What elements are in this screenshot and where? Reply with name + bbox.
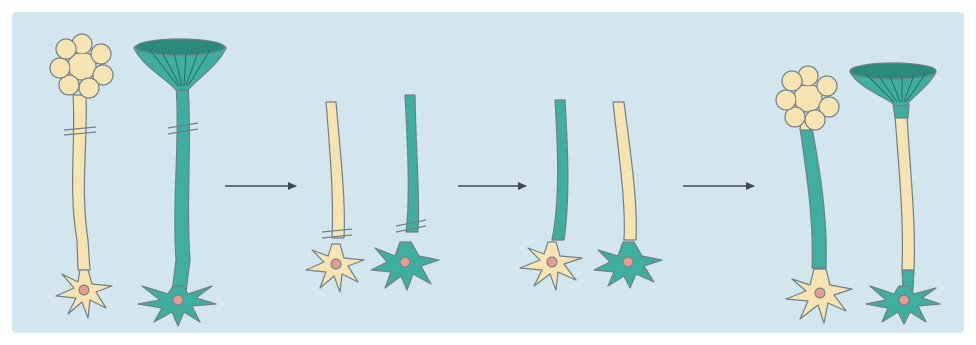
cell-species-a-original [50,34,113,318]
rhizoid-a [56,270,112,318]
stage-2 [306,95,439,292]
stalk-b [552,100,568,240]
rhizoid-a [786,269,852,323]
flower-cap-icon [776,66,839,130]
flower-cap-icon [50,34,113,98]
cell-stage4-left [776,66,852,323]
cell-stage3-right [594,102,662,288]
nucleus-icon [623,257,633,267]
cell-species-b-original [134,39,226,326]
stalk-b [800,128,826,268]
stalk-a [73,95,90,270]
nucleus-icon [547,257,557,267]
stalk-a [613,102,636,240]
rhizoid-a [306,244,364,292]
nucleus-icon [400,257,410,267]
stalk-b [405,95,419,232]
rhizoid-b [138,286,216,326]
stalk-a [895,116,914,270]
stalk-a [326,102,344,238]
nucleus-icon [815,288,825,298]
cell-stage2-b [371,95,439,290]
rhizoid-b [866,286,940,324]
funnel-cap-icon [134,39,226,90]
stage-3 [520,100,662,290]
cell-stage2-a [306,102,364,292]
cell-stage3-left [520,100,582,290]
nucleus-icon [331,259,341,269]
stalk-b [172,85,190,292]
funnel-cap-icon [850,63,936,106]
rhizoid-b [594,242,662,288]
stage-4 [776,63,940,324]
nucleus-icon [899,295,909,305]
cell-stage4-right [850,63,940,324]
rhizoid-b [371,242,439,290]
nucleus-icon [79,285,89,295]
rhizoid-a [520,242,582,290]
nucleus-icon [173,295,183,305]
stage-1 [50,34,226,326]
